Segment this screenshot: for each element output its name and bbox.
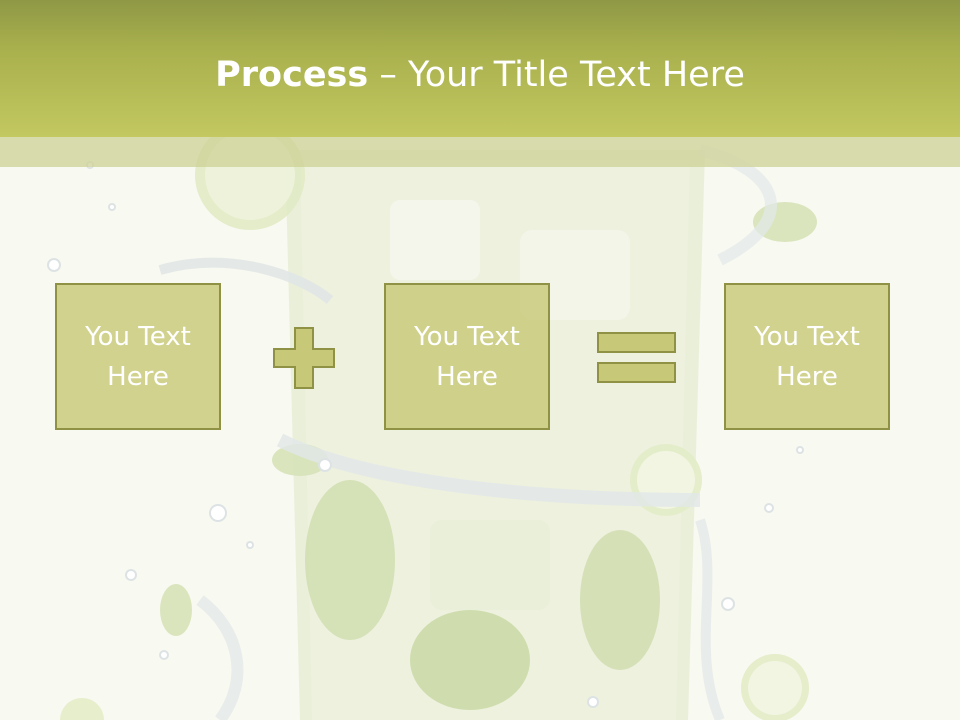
process-box-3-text: You Text Here bbox=[754, 321, 860, 392]
process-box-1-text: You Text Here bbox=[85, 321, 191, 392]
title-bar-strip bbox=[0, 137, 960, 167]
equals-icon bbox=[597, 332, 676, 383]
process-box-2[interactable]: You Text Here bbox=[384, 283, 550, 430]
process-box-1[interactable]: You Text Here bbox=[55, 283, 221, 430]
plus-icon bbox=[273, 327, 335, 389]
process-box-2-text: You Text Here bbox=[414, 321, 520, 392]
title-bold: Process bbox=[215, 55, 369, 95]
slide-title[interactable]: Process – Your Title Text Here bbox=[0, 52, 960, 98]
process-box-3[interactable]: You Text Here bbox=[724, 283, 890, 430]
title-bar bbox=[0, 0, 960, 137]
title-rest: – Your Title Text Here bbox=[368, 55, 745, 95]
